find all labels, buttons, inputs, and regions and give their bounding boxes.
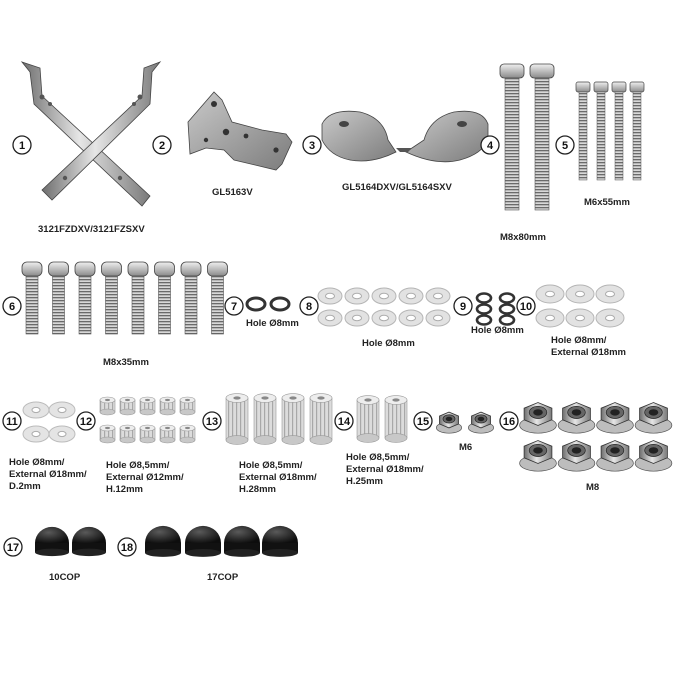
item-label: Hole Ø8mm [471,325,524,336]
item-number: 9 [460,301,466,313]
spacers-item12 [99,396,196,444]
item-label: H.12mm [106,484,143,495]
item-number: 2 [159,140,165,152]
item-number: 13 [206,416,218,428]
bracket-gl5163v [187,91,293,171]
bracket-pair-gl5164 [321,110,489,163]
item-label: External Ø12mm/ [106,472,184,483]
item-label: 10COP [49,572,81,583]
item-number-badge: 15 [413,411,433,431]
item-label: External Ø18mm [551,347,626,358]
item-number: 16 [503,416,515,428]
item-number: 3 [309,140,315,152]
item-number-badge: 18 [117,537,137,557]
item-label: External Ø18mm/ [346,464,424,475]
item-number: 18 [121,542,133,554]
item-label: Hole Ø8,5mm/ [346,452,410,463]
spacers-item13 [225,393,333,445]
item-number: 1 [19,140,25,152]
item-label: M8x35mm [103,357,149,368]
item-label: GL5164DXV/GL5164SXV [342,182,452,193]
item-number-badge: 16 [499,411,519,431]
item-number: 10 [520,301,532,313]
item-label: M8x80mm [500,232,546,243]
item-number-badge: 5 [555,135,575,155]
lock-washers-item9 [475,292,516,326]
item-label: GL5163V [212,187,253,198]
item-number-badge: 4 [480,135,500,155]
item-number-badge: 14 [334,411,354,431]
item-label: Hole Ø8,5mm/ [106,460,170,471]
bolts-m6x55 [575,81,645,181]
item-number: 14 [338,416,351,428]
item-label: External Ø18mm/ [239,472,317,483]
cross-support-arms [20,61,162,207]
bolts-m8x80 [499,63,555,211]
item-number: 5 [562,140,568,152]
item-number-badge: 13 [202,411,222,431]
item-number: 7 [231,301,237,313]
spacers-item14 [356,395,408,443]
item-number: 8 [306,301,312,313]
item-number-badge: 12 [76,411,96,431]
item-label: D.2mm [9,481,41,492]
item-label: M6x55mm [584,197,630,208]
item-label: Hole Ø8mm/ [9,457,65,468]
item-number: 12 [80,416,92,428]
item-label: H.28mm [239,484,276,495]
item-label: Hole Ø8mm [362,338,415,349]
caps-17cop [145,525,298,557]
item-label: Hole Ø8,5mm/ [239,460,303,471]
thin-washers-item11 [22,401,76,443]
item-number-badge: 7 [224,296,244,316]
item-number: 4 [487,140,494,152]
large-washers-item10 [535,284,625,328]
item-label: H.25mm [346,476,383,487]
bolts-m8x35 [21,261,228,335]
item-number-badge: 9 [453,296,473,316]
item-label: Hole Ø8mm/ [551,335,607,346]
nuts-m8 [519,402,673,472]
item-number-badge: 8 [299,296,319,316]
item-number: 17 [7,542,19,554]
item-label: M6 [459,442,472,453]
item-label: 3121FZDXV/3121FZSXV [38,224,145,235]
item-label: External Ø18mm/ [9,469,87,480]
item-number-badge: 2 [152,135,172,155]
caps-10cop [35,526,106,557]
item-label: 17COP [207,572,239,583]
item-number-badge: 3 [302,135,322,155]
item-label: M8 [586,482,599,493]
item-number-badge: 1 [12,135,32,155]
item-number-badge: 6 [2,296,22,316]
flat-washers-item8 [317,287,451,327]
nuts-m6 [436,411,495,434]
item-number-badge: 17 [3,537,23,557]
item-number: 15 [417,416,429,428]
item-number: 6 [9,301,15,313]
item-number-badge: 11 [2,411,22,431]
item-label: Hole Ø8mm [246,318,299,329]
item-number: 11 [6,416,18,428]
item-number-badge: 10 [516,296,536,316]
lock-washers-item7 [245,296,291,312]
